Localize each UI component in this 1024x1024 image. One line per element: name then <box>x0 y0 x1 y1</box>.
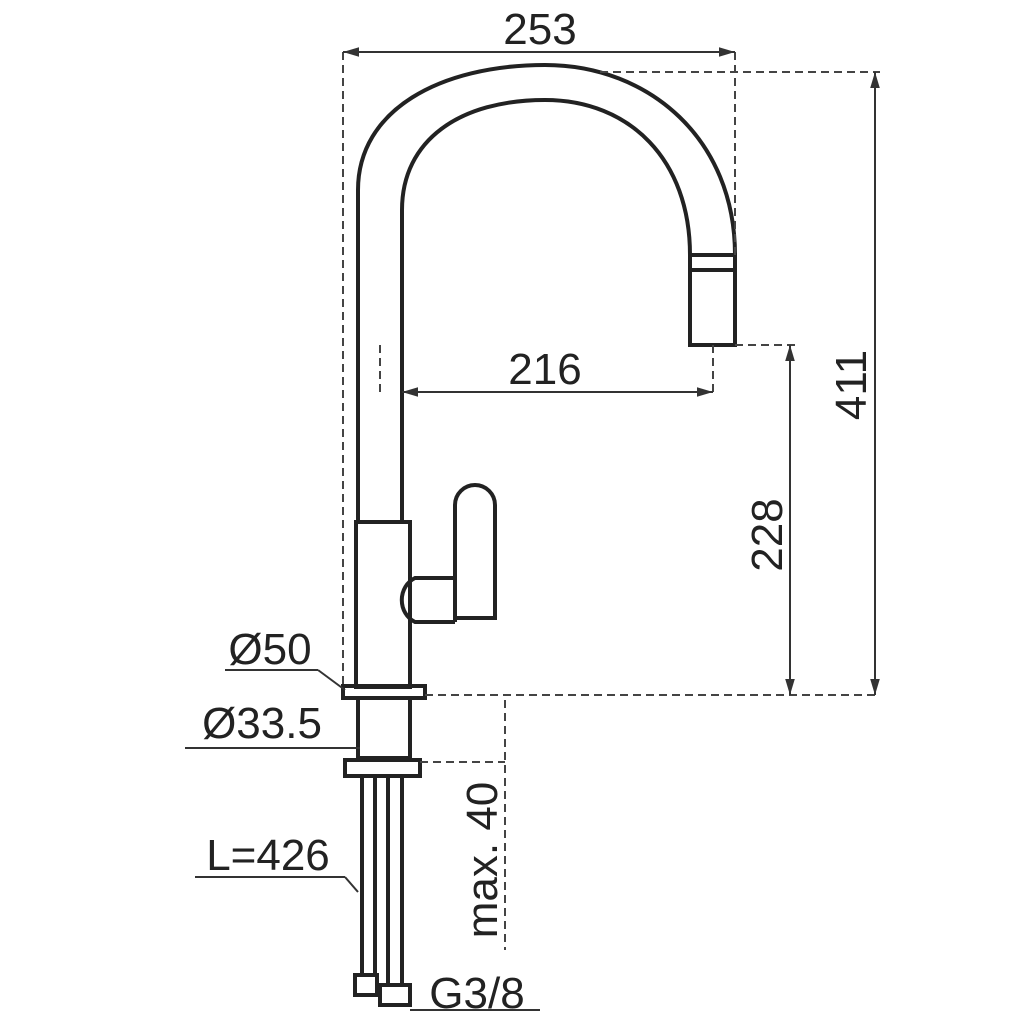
spout-height-label: 228 <box>743 498 792 571</box>
connection-label: G3/8 <box>429 969 524 1018</box>
faucet-outline <box>341 62 737 1007</box>
max-thickness-label: max. 40 <box>458 782 507 939</box>
hose-fitting <box>353 973 379 997</box>
mounting-nut <box>343 758 422 778</box>
mounting-shank <box>356 696 412 760</box>
spout-outer <box>356 62 737 520</box>
hose-fitting <box>378 983 412 1007</box>
base-diameter-label: Ø50 <box>228 625 311 674</box>
extension-lines <box>342 52 880 950</box>
spout-reach-label: 216 <box>508 345 581 394</box>
total-width-label: 253 <box>503 5 576 54</box>
handle-connector <box>399 576 455 624</box>
hose-length-label: L=426 <box>206 831 330 880</box>
handle-lever <box>453 483 497 622</box>
dimension-lines <box>185 47 880 1011</box>
total-height-label: 411 <box>827 350 876 420</box>
spout-inner <box>400 97 692 520</box>
hole-diameter-label: Ø33.5 <box>202 699 322 748</box>
